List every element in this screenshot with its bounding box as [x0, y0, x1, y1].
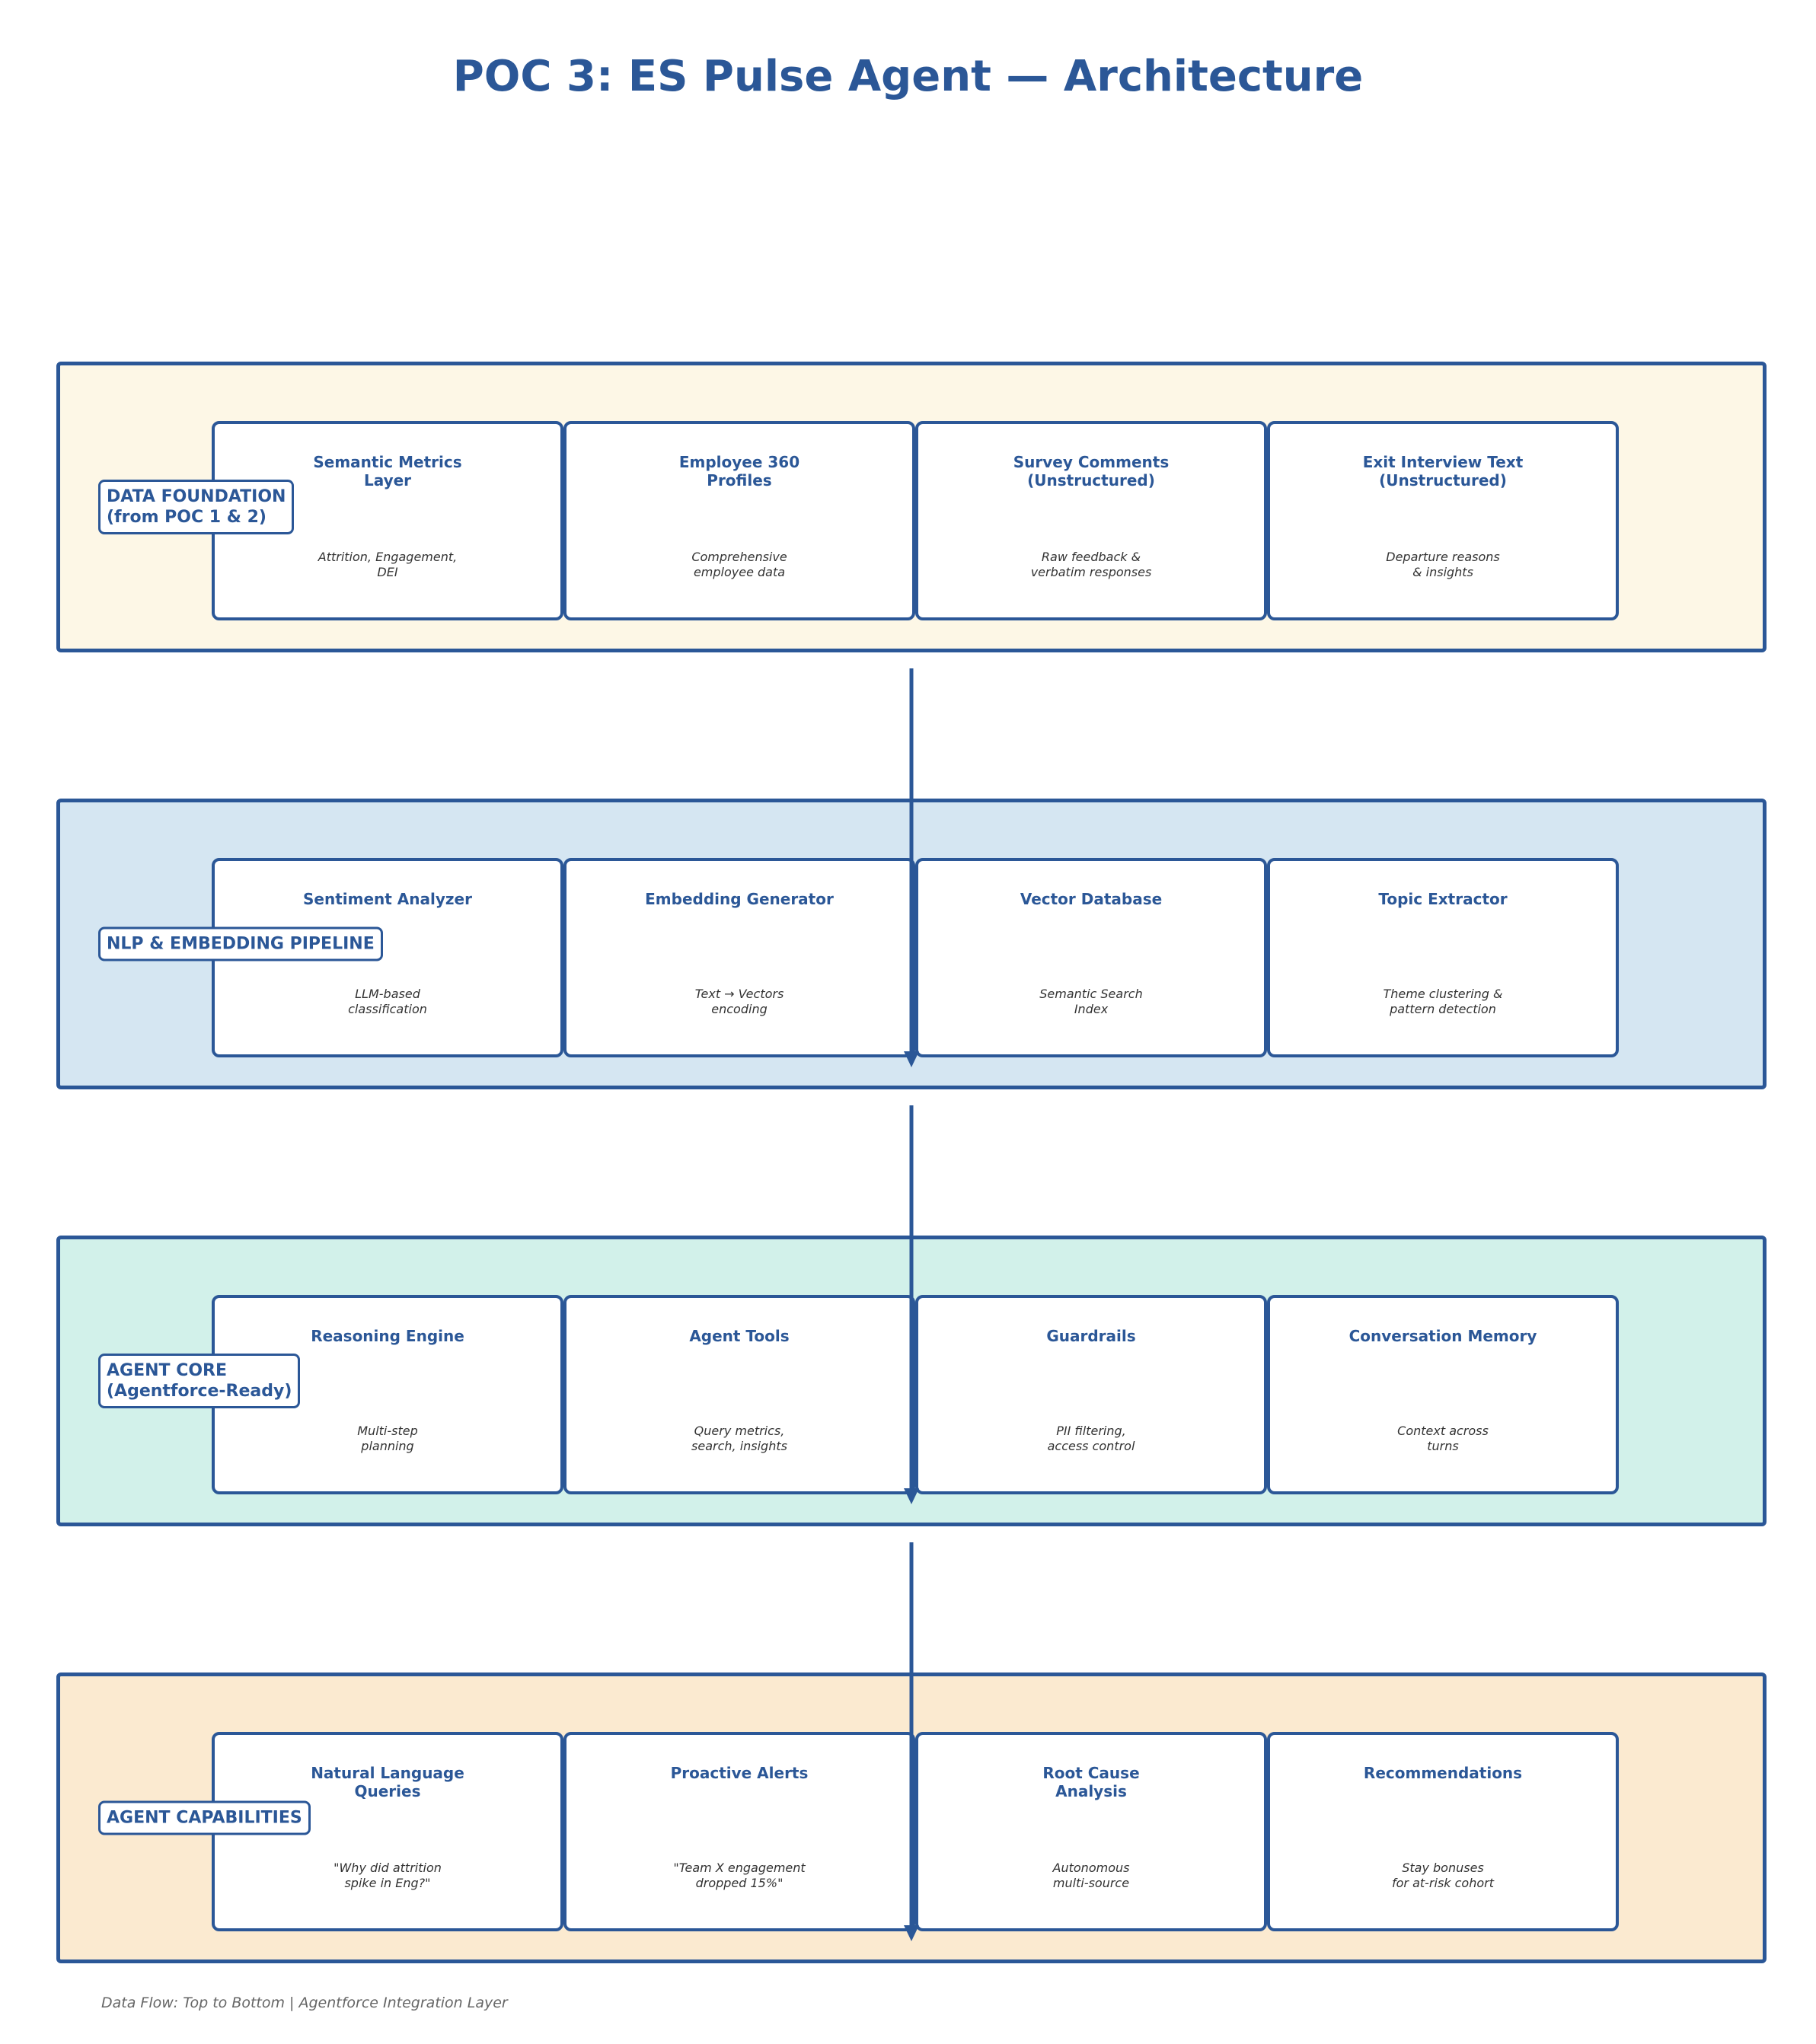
- card-embedding-generator: Embedding Generator Text → Vectors encod…: [563, 858, 915, 1057]
- layer-label: NLP & EMBEDDING PIPELINE: [98, 926, 383, 961]
- card-description: "Team X engagement dropped 15%": [673, 1861, 806, 1890]
- card-description: Raw feedback & verbatim responses: [1030, 550, 1152, 579]
- card-description: Comprehensive employee data: [691, 550, 787, 579]
- footer-note: Data Flow: Top to Bottom | Agentforce In…: [101, 1995, 508, 2011]
- card-topic-extractor: Topic Extractor Theme clustering & patte…: [1267, 858, 1619, 1057]
- card-description: LLM-based classification: [348, 987, 427, 1016]
- card-description: Autonomous multi-source: [1052, 1861, 1130, 1890]
- card-title: Natural Language Queries: [311, 1764, 464, 1800]
- card-description: Semantic Search Index: [1039, 987, 1143, 1016]
- card-description: Attrition, Engagement, DEI: [318, 550, 458, 579]
- card-survey-comments: Survey Comments (Unstructured) Raw feedb…: [915, 421, 1267, 620]
- diagram-title: POC 3: ES Pulse Agent — Architecture: [452, 52, 1364, 101]
- card-title: Guardrails: [1046, 1327, 1136, 1345]
- card-title: Survey Comments (Unstructured): [1013, 453, 1170, 489]
- card-guardrails: Guardrails PII filtering, access control: [915, 1295, 1267, 1494]
- card-vector-database: Vector Database Semantic Search Index: [915, 858, 1267, 1057]
- card-exit-interview-text: Exit Interview Text (Unstructured) Depar…: [1267, 421, 1619, 620]
- card-recommendations: Recommendations Stay bonuses for at-risk…: [1267, 1732, 1619, 1931]
- layer-nlp-embedding-pipeline: NLP & EMBEDDING PIPELINE Sentiment Analy…: [56, 799, 1767, 1089]
- card-title: Topic Extractor: [1378, 890, 1508, 908]
- card-description: Context across turns: [1397, 1424, 1489, 1453]
- card-description: Query metrics, search, insights: [691, 1424, 787, 1453]
- card-root-cause-analysis: Root Cause Analysis Autonomous multi-sou…: [915, 1732, 1267, 1931]
- layer-label: AGENT CORE (Agentforce-Ready): [98, 1354, 301, 1408]
- card-proactive-alerts: Proactive Alerts "Team X engagement drop…: [563, 1732, 915, 1931]
- card-description: "Why did attrition spike in Eng?": [334, 1861, 442, 1890]
- card-title: Agent Tools: [689, 1327, 790, 1345]
- card-title: Embedding Generator: [645, 890, 834, 908]
- layer-agent-capabilities: AGENT CAPABILITIES Natural Language Quer…: [56, 1673, 1767, 1963]
- card-description: Departure reasons & insights: [1386, 550, 1500, 579]
- card-description: PII filtering, access control: [1047, 1424, 1135, 1453]
- layer-label: AGENT CAPABILITIES: [98, 1800, 311, 1835]
- card-employee-360-profiles: Employee 360 Profiles Comprehensive empl…: [563, 421, 915, 620]
- card-title: Semantic Metrics Layer: [313, 453, 462, 489]
- card-title: Employee 360 Profiles: [678, 453, 800, 489]
- card-title: Exit Interview Text (Unstructured): [1362, 453, 1524, 489]
- card-description: Multi-step planning: [357, 1424, 418, 1453]
- layer-agent-core: AGENT CORE (Agentforce-Ready) Reasoning …: [56, 1236, 1767, 1526]
- card-title: Sentiment Analyzer: [303, 890, 472, 908]
- card-title: Proactive Alerts: [670, 1764, 809, 1782]
- card-title: Reasoning Engine: [311, 1327, 464, 1345]
- card-description: Stay bonuses for at-risk cohort: [1391, 1861, 1494, 1890]
- card-title: Recommendations: [1363, 1764, 1523, 1782]
- layer-label: DATA FOUNDATION (from POC 1 & 2): [98, 480, 295, 534]
- card-description: Text → Vectors encoding: [694, 987, 784, 1016]
- card-title: Vector Database: [1020, 890, 1163, 908]
- card-description: Theme clustering & pattern detection: [1383, 987, 1503, 1016]
- card-title: Root Cause Analysis: [1042, 1764, 1140, 1800]
- card-title: Conversation Memory: [1348, 1327, 1537, 1345]
- card-agent-tools: Agent Tools Query metrics, search, insig…: [563, 1295, 915, 1494]
- card-conversation-memory: Conversation Memory Context across turns: [1267, 1295, 1619, 1494]
- layer-data-foundation: DATA FOUNDATION (from POC 1 & 2) Semanti…: [56, 362, 1767, 652]
